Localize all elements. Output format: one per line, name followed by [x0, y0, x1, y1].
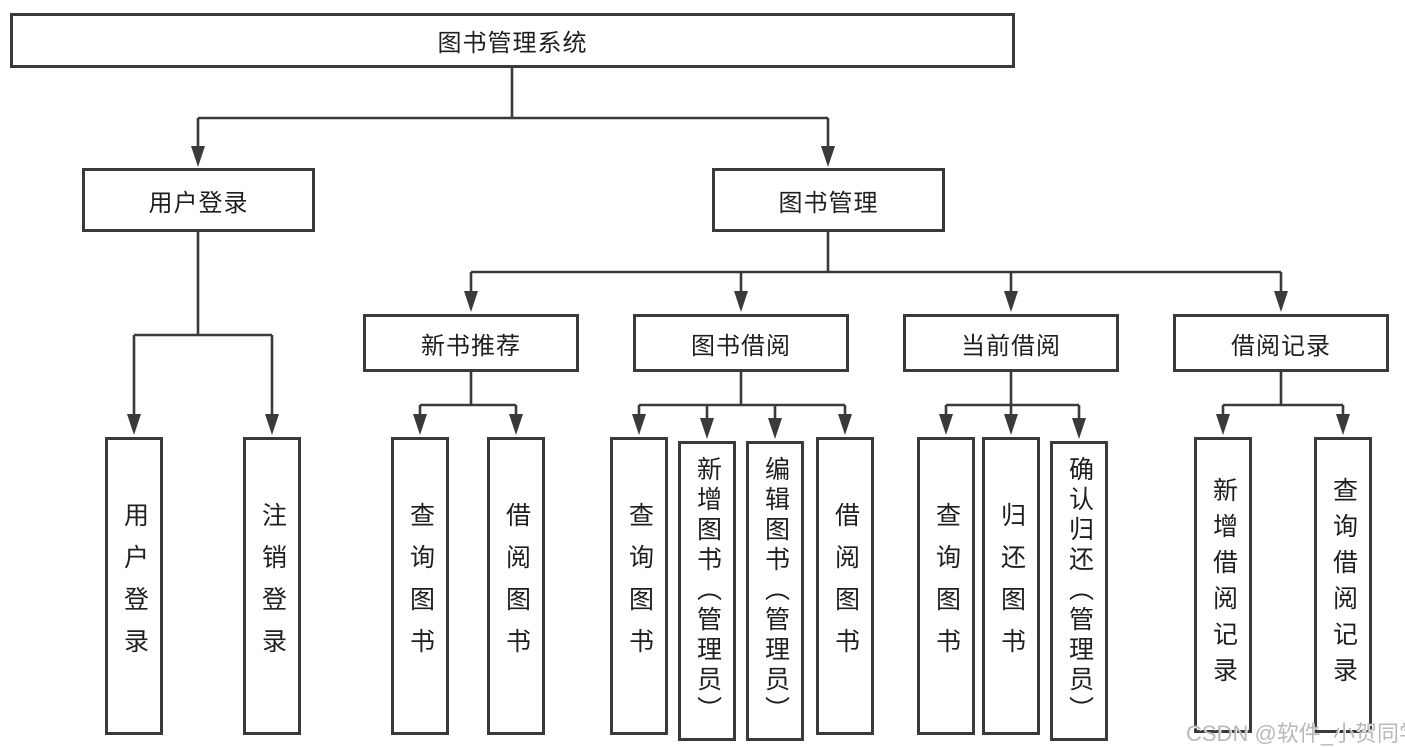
leaf-label: 查询图书 [932, 502, 961, 670]
leaf-label: 借阅图书 [502, 502, 531, 670]
leaf-label: 新增图书（管理员） [693, 456, 722, 726]
leaf-nbr-query-books: 查询图书 [391, 437, 449, 735]
leaf-cb-confirm-return-admin: 确认归还（管理员） [1050, 441, 1108, 741]
leaf-label: 查询图书 [625, 502, 654, 670]
leaf-cb-return-books: 归还图书 [982, 437, 1040, 735]
leaf-bb-borrow-books: 借阅图书 [816, 437, 874, 735]
leaf-label: 注销登录 [258, 502, 287, 670]
leaf-label: 归还图书 [997, 502, 1026, 670]
leaf-label: 编辑图书（管理员） [761, 456, 790, 726]
leaf-br-query-record: 查询借阅记录 [1314, 437, 1372, 733]
node-borrowing-records: 借阅记录 [1173, 314, 1389, 372]
leaf-label: 查询图书 [406, 502, 435, 670]
leaf-label: 新增借阅记录 [1209, 477, 1238, 693]
node-current-borrowing: 当前借阅 [903, 314, 1119, 372]
leaf-bb-add-books-admin: 新增图书（管理员） [678, 441, 736, 741]
leaf-label: 用户登录 [120, 502, 149, 670]
node-root-library-system: 图书管理系统 [10, 13, 1015, 68]
leaf-br-add-record: 新增借阅记录 [1194, 437, 1252, 733]
node-book-management: 图书管理 [712, 168, 945, 232]
leaf-cb-query-books: 查询图书 [917, 437, 975, 735]
leaf-label: 确认归还（管理员） [1065, 456, 1094, 726]
node-user-login: 用户登录 [82, 168, 315, 232]
leaf-label: 查询借阅记录 [1329, 477, 1358, 693]
leaf-user-login: 用户登录 [105, 437, 163, 735]
leaf-logout: 注销登录 [243, 437, 301, 735]
leaf-bb-query-books: 查询图书 [610, 437, 668, 735]
csdn-watermark: CSDN @软件_小贺同学 [1186, 721, 1405, 746]
leaf-nbr-borrow-books: 借阅图书 [487, 437, 545, 735]
node-book-borrowing: 图书借阅 [633, 314, 849, 372]
node-new-book-recommend: 新书推荐 [363, 314, 579, 372]
leaf-label: 借阅图书 [831, 502, 860, 670]
leaf-bb-edit-books-admin: 编辑图书（管理员） [746, 441, 804, 741]
